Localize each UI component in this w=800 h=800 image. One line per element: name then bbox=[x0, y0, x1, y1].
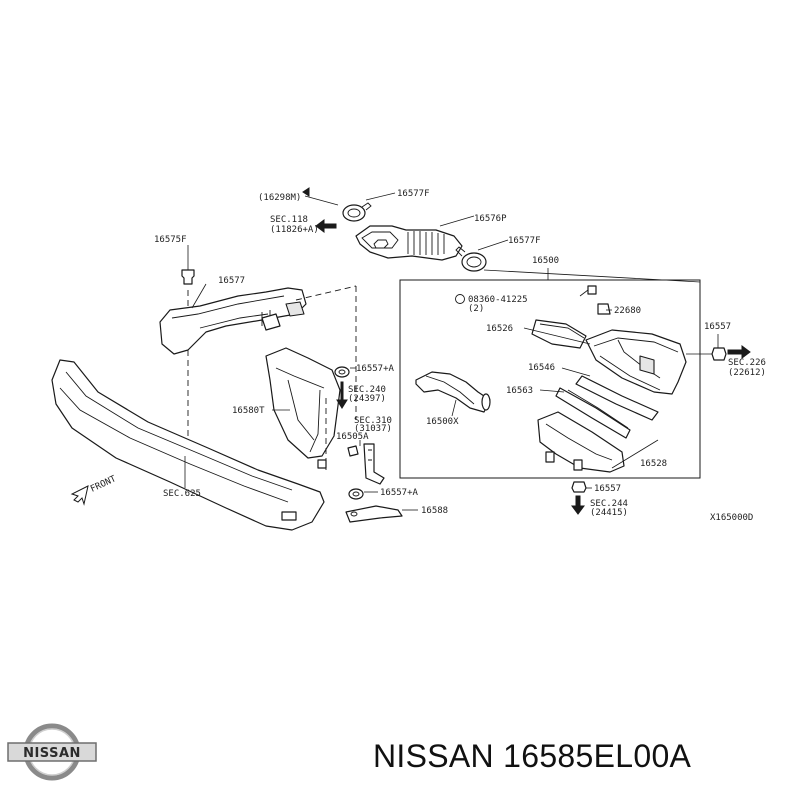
nissan-logo: NISSAN bbox=[7, 723, 97, 781]
callout-16577f: 16577F bbox=[508, 236, 541, 246]
filter-16546 bbox=[531, 319, 587, 349]
callout-16557a-2: 16557+A bbox=[380, 488, 419, 498]
callout-16557-right: 16557 bbox=[704, 322, 731, 332]
callout-sec118: SEC.118 bbox=[270, 215, 308, 225]
callout-16580t: 16580T bbox=[232, 406, 265, 416]
callout-sec240-ref: (24397) bbox=[348, 394, 386, 404]
callout-16576p: 16576P bbox=[474, 214, 507, 224]
grommet-16557a-lower bbox=[348, 488, 378, 500]
grommet-16557a-upper bbox=[334, 366, 356, 378]
bracket-16588 bbox=[345, 505, 418, 523]
callout-16298m: (16298M) bbox=[258, 193, 301, 203]
element-16563 bbox=[539, 367, 659, 439]
upper-housing-16526 bbox=[523, 327, 687, 395]
resonator-16580t bbox=[265, 347, 341, 470]
lower-housing-16528 bbox=[537, 411, 659, 473]
callout-22680: 22680 bbox=[614, 306, 641, 316]
callout-sec625: SEC.625 bbox=[163, 489, 201, 499]
sec244-arrow bbox=[571, 495, 585, 515]
callout-sec310-ref: (31037) bbox=[354, 424, 392, 434]
callout-16557a-1: 16557+A bbox=[356, 364, 395, 374]
callout-sec244: SEC.244 bbox=[590, 499, 628, 509]
top-duct-group bbox=[302, 187, 701, 283]
reference-code: X165000D bbox=[710, 513, 753, 523]
part-number-title: NISSAN 16585EL00A bbox=[373, 738, 692, 774]
callout-16500: 16500 bbox=[532, 256, 559, 266]
clamp-16577f-top bbox=[342, 202, 372, 222]
callout-16577f-top: 16577F bbox=[397, 189, 430, 199]
callout-08360: 08360-41225 bbox=[468, 295, 528, 305]
callout-16526: 16526 bbox=[486, 324, 513, 334]
callout-front: FRONT bbox=[89, 474, 118, 495]
callout-16500x: 16500X bbox=[426, 417, 459, 427]
sec240-arrow bbox=[336, 381, 348, 409]
bracket-16505a bbox=[347, 440, 385, 485]
grommet-16557-bottom bbox=[571, 481, 592, 493]
callout-sec310: SEC.310 bbox=[354, 416, 392, 426]
bolt-16575f bbox=[181, 245, 195, 440]
callout-16577: 16577 bbox=[218, 276, 245, 286]
assembly-frame-16500 bbox=[399, 279, 701, 479]
callout-16575f: 16575F bbox=[154, 235, 187, 245]
clamp-16577f bbox=[455, 246, 487, 272]
nissan-logo-text: NISSAN bbox=[23, 746, 81, 761]
callout-08360-qty: (2) bbox=[468, 304, 484, 314]
callout-16557-bottom: 16557 bbox=[594, 484, 621, 494]
callout-sec226: SEC.226 bbox=[728, 358, 766, 368]
clip-22680 bbox=[579, 285, 612, 315]
callout-s-symbol bbox=[455, 294, 465, 304]
callout-sec240: SEC.240 bbox=[348, 385, 386, 395]
duct-16576p bbox=[355, 225, 463, 261]
callout-sec244-ref: (24415) bbox=[590, 508, 628, 518]
air-duct-16577 bbox=[159, 283, 357, 420]
callout-sec226-ref: (22612) bbox=[728, 368, 766, 378]
callout-16563: 16563 bbox=[506, 386, 533, 396]
sec118-arrow bbox=[315, 219, 337, 233]
callout-16546: 16546 bbox=[528, 363, 555, 373]
radiator-support-sec625 bbox=[51, 359, 325, 531]
hose-16500x bbox=[415, 371, 491, 417]
sec226-arrow bbox=[727, 345, 751, 359]
grommet-16557-right bbox=[686, 334, 727, 361]
front-arrow bbox=[70, 485, 89, 506]
callout-16528: 16528 bbox=[640, 459, 667, 469]
callout-sec118-ref: (11826+A) bbox=[270, 225, 319, 235]
callout-16588: 16588 bbox=[421, 506, 448, 516]
callout-16505a: 16505A bbox=[336, 432, 369, 442]
